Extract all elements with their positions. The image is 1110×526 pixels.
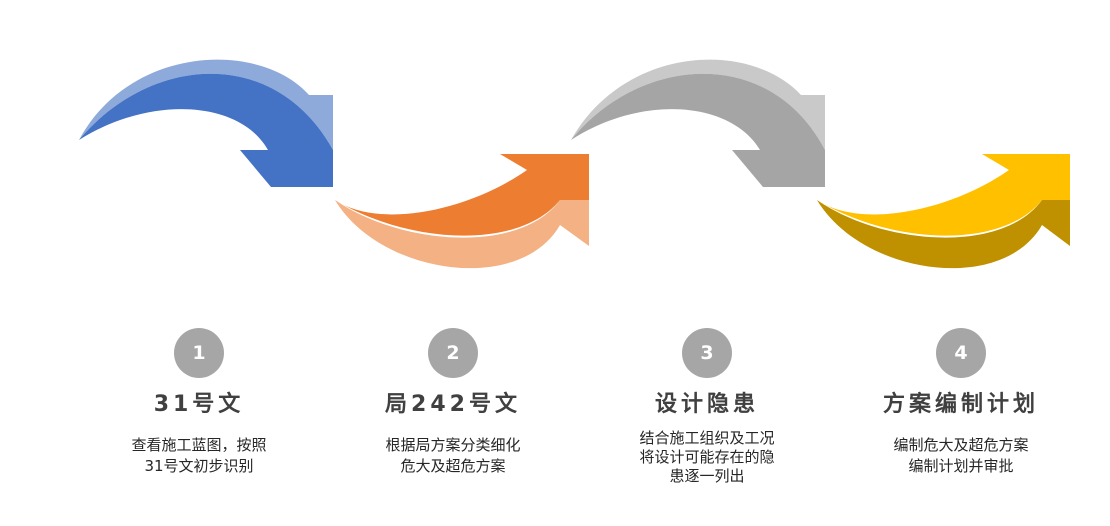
arrow-2-light-band <box>335 200 589 269</box>
step-1: 1 31号文 查看施工蓝图，按照 31号文初步识别 <box>84 328 314 477</box>
arrow-3-dark-body <box>571 73 825 187</box>
step-3-desc-line: 结合施工组织及工况 <box>639 429 775 447</box>
arrow-4-light-body <box>817 154 1070 236</box>
step-3-title: 设计隐患 <box>654 392 759 417</box>
step-4-title: 方案编制计划 <box>882 392 1039 417</box>
step-3: 3 设计隐患 结合施工组织及工况 将设计可能存在的隐 患逐一列出 <box>592 328 822 486</box>
arrow-1-dark-body <box>79 73 333 187</box>
step-1-desc-line: 查看施工蓝图，按照 <box>131 436 267 454</box>
step-2-title: 局242号文 <box>385 392 521 417</box>
arrow-3 <box>571 59 825 187</box>
step-4: 4 方案编制计划 编制危大及超危方案 编制计划并审批 <box>846 328 1076 477</box>
step-2-desc-line: 根据局方案分类细化 <box>385 436 521 454</box>
step-1-desc-line: 31号文初步识别 <box>144 457 254 475</box>
arrow-4-dark-band <box>817 200 1070 269</box>
arrow-4 <box>817 154 1070 269</box>
step-3-number-badge: 3 <box>682 328 732 378</box>
step-3-description: 结合施工组织及工况 将设计可能存在的隐 患逐一列出 <box>592 429 822 486</box>
arrow-3-light-band <box>571 59 825 150</box>
step-4-desc-line: 编制计划并审批 <box>908 457 1014 475</box>
step-3-desc-line: 将设计可能存在的隐 <box>639 448 775 466</box>
step-1-number-badge: 1 <box>174 328 224 378</box>
step-1-title: 31号文 <box>153 392 245 417</box>
step-4-number-badge: 4 <box>936 328 986 378</box>
curved-arrows-flow <box>79 59 1070 269</box>
step-3-desc-line: 患逐一列出 <box>669 467 745 485</box>
step-2-description: 根据局方案分类细化 危大及超危方案 <box>338 435 568 477</box>
step-2-desc-line: 危大及超危方案 <box>400 457 506 475</box>
step-4-description: 编制危大及超危方案 编制计划并审批 <box>846 435 1076 477</box>
step-1-description: 查看施工蓝图，按照 31号文初步识别 <box>84 435 314 477</box>
step-2: 2 局242号文 根据局方案分类细化 危大及超危方案 <box>338 328 568 477</box>
arrow-2-dark-body <box>335 154 589 236</box>
arrow-2 <box>335 154 589 269</box>
step-2-number-badge: 2 <box>428 328 478 378</box>
arrow-1-light-band <box>79 59 333 150</box>
arrow-1 <box>79 59 333 187</box>
step-4-desc-line: 编制危大及超危方案 <box>893 436 1029 454</box>
